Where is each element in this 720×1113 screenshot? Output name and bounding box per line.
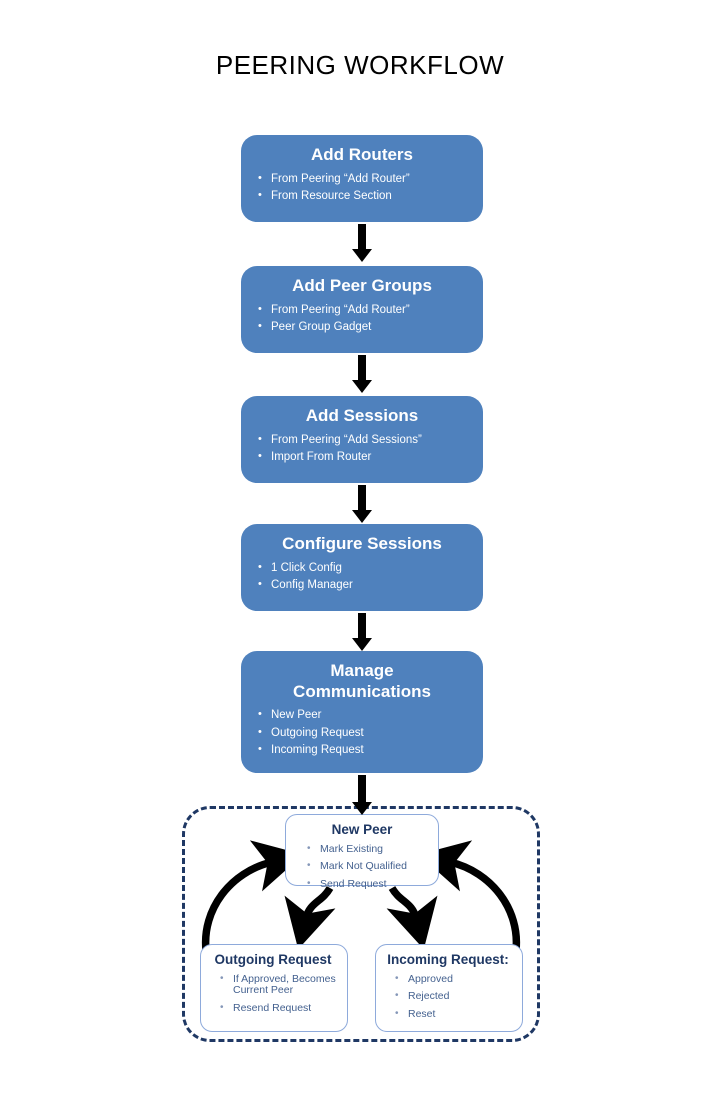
- step-bullet: New Peer: [257, 707, 483, 725]
- step-bullet-list: From Peering “Add Router” Peer Group Gad…: [241, 302, 483, 337]
- step-title-line-2: Communications: [293, 681, 431, 701]
- inner-bullet: Approved: [394, 971, 518, 989]
- step-title: Add Peer Groups: [292, 276, 432, 295]
- step-bullet: Config Manager: [257, 577, 483, 595]
- step-bullet: From Peering “Add Router”: [257, 302, 483, 320]
- inner-box-incoming-request[interactable]: Incoming Request: Approved Rejected Rese…: [375, 944, 523, 1032]
- step-box-add-routers[interactable]: Add Routers From Peering “Add Router” Fr…: [241, 135, 483, 222]
- inner-bullet: Resend Request: [219, 1000, 343, 1018]
- inner-bullet-list: Approved Rejected Reset: [378, 971, 518, 1024]
- inner-box-title: Outgoing Request: [214, 952, 332, 967]
- step-bullet-list: 1 Click Config Config Manager: [241, 560, 483, 595]
- arrow-down-icon-3: [352, 485, 372, 523]
- inner-bullet: Mark Existing: [306, 841, 434, 859]
- step-box-configure-sessions[interactable]: Configure Sessions 1 Click Config Config…: [241, 524, 483, 611]
- inner-box-title: Incoming Request:: [387, 952, 509, 967]
- step-bullet: 1 Click Config: [257, 560, 483, 578]
- inner-box-outgoing-request[interactable]: Outgoing Request If Approved, Becomes Cu…: [200, 944, 348, 1032]
- step-bullet: Import From Router: [257, 449, 483, 467]
- inner-box-new-peer[interactable]: New Peer Mark Existing Mark Not Qualifie…: [285, 814, 439, 890]
- inner-bullet-list: Mark Existing Mark Not Qualified Send Re…: [290, 841, 434, 894]
- inner-bullet-list: If Approved, Becomes Current Peer Resend…: [203, 971, 343, 1018]
- step-title: Configure Sessions: [282, 534, 442, 553]
- inner-bullet: Mark Not Qualified: [306, 858, 434, 876]
- inner-box-title: New Peer: [331, 822, 393, 837]
- inner-bullet: Reset: [394, 1006, 518, 1024]
- inner-bullet: Rejected: [394, 988, 518, 1006]
- step-bullet: From Peering “Add Sessions”: [257, 432, 483, 450]
- step-bullet: Outgoing Request: [257, 725, 483, 743]
- step-title: Manage Communications: [241, 661, 483, 702]
- step-bullet: Incoming Request: [257, 742, 483, 760]
- step-title: Add Sessions: [305, 406, 419, 425]
- step-title: Add Routers: [311, 145, 413, 164]
- step-bullet: From Resource Section: [257, 188, 483, 206]
- step-box-manage-communications[interactable]: Manage Communications New Peer Outgoing …: [241, 651, 483, 773]
- arrow-down-icon-4: [352, 613, 372, 651]
- arrow-down-icon-2: [352, 355, 372, 393]
- step-bullet: From Peering “Add Router”: [257, 171, 483, 189]
- step-box-add-sessions[interactable]: Add Sessions From Peering “Add Sessions”…: [241, 396, 483, 483]
- step-bullet: Peer Group Gadget: [257, 319, 483, 337]
- step-bullet-list: New Peer Outgoing Request Incoming Reque…: [241, 707, 483, 760]
- page-title: PEERING WORKFLOW: [215, 50, 505, 80]
- inner-bullet: Send Request: [306, 876, 434, 894]
- step-bullet-list: From Peering “Add Router” From Resource …: [241, 171, 483, 206]
- step-title-line-1: Manage: [330, 661, 394, 680]
- arrow-down-icon-1: [352, 224, 372, 262]
- step-bullet-list: From Peering “Add Sessions” Import From …: [241, 432, 483, 467]
- inner-bullet: If Approved, Becomes Current Peer: [219, 971, 343, 1001]
- arrow-down-icon-5: [352, 775, 372, 817]
- step-box-add-peer-groups[interactable]: Add Peer Groups From Peering “Add Router…: [241, 266, 483, 353]
